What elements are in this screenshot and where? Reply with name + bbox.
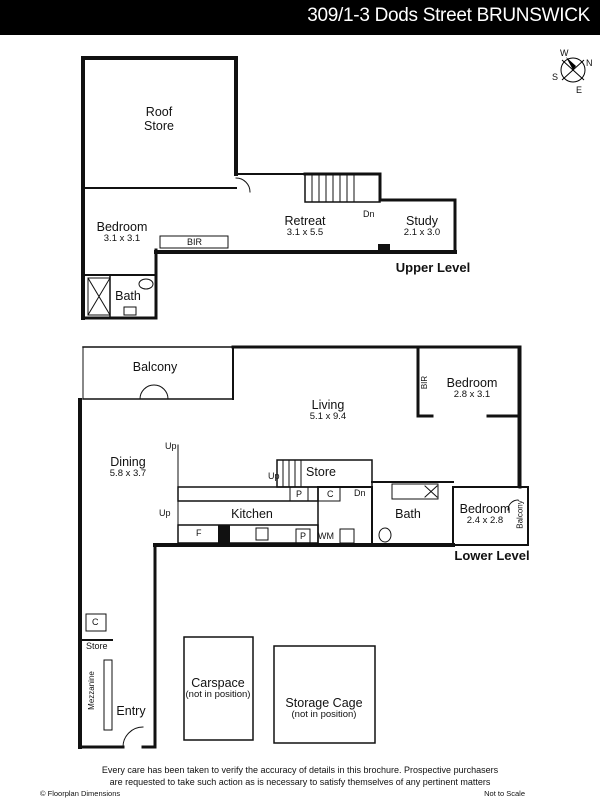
small-balcony-label: Balcony xyxy=(515,500,525,529)
lower-level-label: Lower Level xyxy=(454,548,530,563)
balcony-label: Balcony xyxy=(132,360,178,374)
property-address: 309/1-3 Dods Street BRUNSWICK xyxy=(307,5,590,26)
lower-dn-label: Dn xyxy=(354,488,366,498)
cupboard-label-2: C xyxy=(92,617,99,627)
up-label-3: Up xyxy=(159,508,171,518)
upper-level-label: Upper Level xyxy=(395,260,471,275)
cupboard-label-1: C xyxy=(327,489,334,499)
washing-machine-label: WM xyxy=(318,531,334,541)
storage-cage-box xyxy=(273,645,376,744)
lower-bath-label: Bath xyxy=(395,507,421,521)
up-label-2: Up xyxy=(268,471,280,481)
up-label-1: Up xyxy=(165,441,177,451)
compass-s: S xyxy=(552,72,559,82)
upper-bir-label: BIR xyxy=(187,237,203,247)
entry-label: Entry xyxy=(116,704,146,718)
pantry-label-2: P xyxy=(300,531,307,541)
compass-e: E xyxy=(576,85,583,95)
compass-w: W xyxy=(560,48,569,58)
upper-bath-label: Bath xyxy=(115,289,141,303)
lower-bir-label: BIR xyxy=(420,375,430,390)
mezzanine-label: Mezzanine xyxy=(86,671,96,710)
header-bar: 309/1-3 Dods Street BRUNSWICK xyxy=(0,0,600,35)
storage-cage-label: Storage Cage(not in position) xyxy=(285,696,363,721)
roof-store-label: Roof Store xyxy=(144,105,174,134)
entry-store-label: Store xyxy=(86,641,108,651)
kitchen-label: Kitchen xyxy=(231,507,273,521)
disclaimer: Every care has been taken to verify the … xyxy=(101,765,499,787)
store-label: Store xyxy=(306,465,336,479)
carspace-label: Carspace(not in position) xyxy=(185,676,251,701)
not-to-scale: Not to Scale xyxy=(484,789,525,798)
compass-n: N xyxy=(586,58,593,68)
upper-dn-label: Dn xyxy=(363,209,375,219)
carspace-box xyxy=(183,636,254,741)
copyright: © Floorplan Dimensions xyxy=(40,789,121,798)
fridge-label: F xyxy=(196,528,202,538)
pantry-label-1: P xyxy=(296,489,303,499)
compass-icon xyxy=(560,57,586,83)
